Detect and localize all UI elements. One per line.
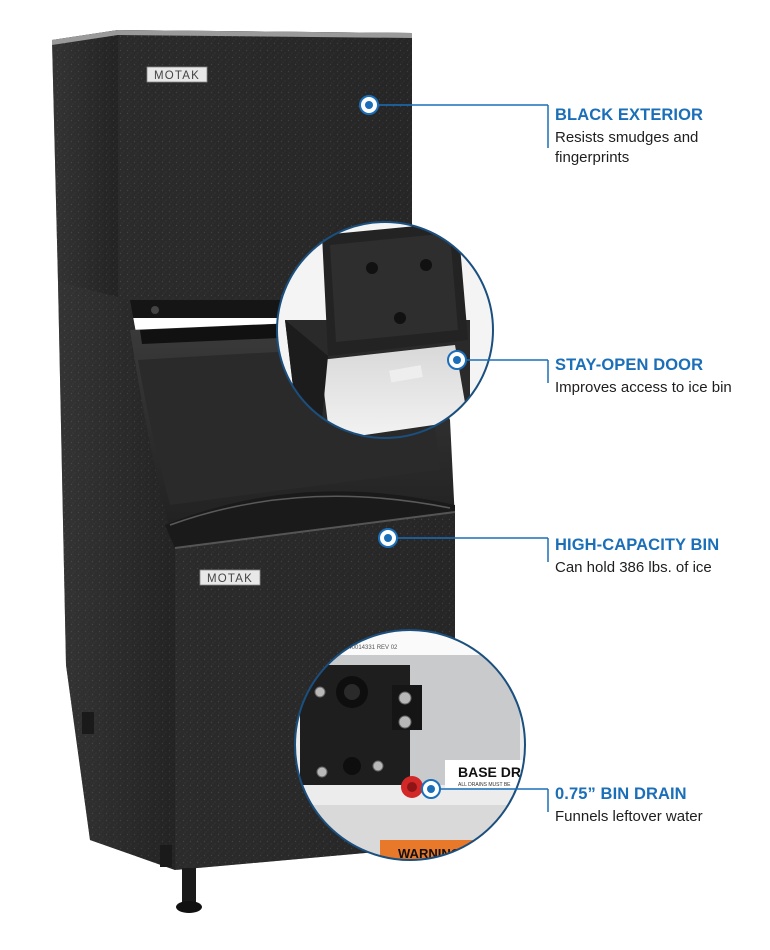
drain-sticker-code: 240014331 REV 02 bbox=[345, 645, 398, 651]
callout-high-capacity-bin: HIGH-CAPACITY BIN Can hold 386 lbs. of i… bbox=[555, 536, 765, 578]
base-drain-label: BASE DRA bbox=[458, 764, 531, 780]
callout-stay-open-door: STAY-OPEN DOOR Improves access to ice bi… bbox=[555, 356, 765, 398]
callout-marker-black-exterior bbox=[359, 95, 549, 148]
callout-marker-high-capacity-bin bbox=[378, 528, 549, 562]
callout-bin-drain: 0.75” BIN DRAIN Funnels leftover water bbox=[555, 785, 765, 827]
motak-logo-top: MOTAK bbox=[146, 66, 208, 83]
logo-text-top: MOTAK bbox=[154, 70, 200, 82]
callout-description: Improves access to ice bin bbox=[555, 379, 732, 396]
callout-title: BLACK EXTERIOR bbox=[555, 106, 704, 124]
callout-title: 0.75” BIN DRAIN bbox=[555, 785, 687, 803]
callout-description: Funnels leftover water bbox=[555, 808, 703, 825]
motak-logo-bin: MOTAK bbox=[199, 569, 261, 586]
callout-description: Can hold 386 lbs. of ice bbox=[555, 559, 712, 576]
callout-marker-bin-drain bbox=[421, 779, 549, 812]
base-drain-fine-print: ALL DRAINS MUST BE bbox=[458, 782, 511, 788]
callout-marker-stay-open-door bbox=[447, 350, 549, 383]
logo-text-bin: MOTAK bbox=[207, 573, 253, 585]
callout-description: Resists smudges and fingerprints bbox=[555, 129, 699, 166]
callout-title: STAY-OPEN DOOR bbox=[555, 356, 704, 374]
callout-title: HIGH-CAPACITY BIN bbox=[555, 536, 720, 554]
callout-black-exterior: BLACK EXTERIOR Resists smudges and finge… bbox=[555, 106, 765, 168]
door-zoom-inset bbox=[276, 221, 494, 439]
